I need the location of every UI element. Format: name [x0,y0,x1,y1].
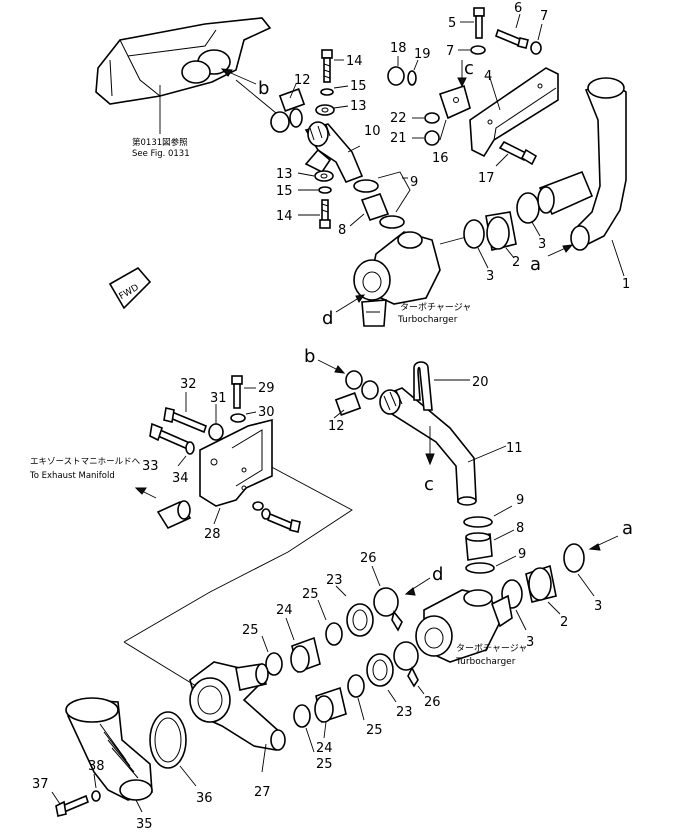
letter-d-bottom: d [432,564,443,585]
turbocharger-bottom [415,589,513,663]
callout-12: 12 [294,73,311,88]
see-fig-en: See Fig. 0131 [132,149,190,159]
letter-c-top: c [464,58,474,79]
callout-9-bottom: 9 [516,493,524,508]
callout-3-bottom-b: 3 [526,635,534,650]
callout-14-lower: 14 [276,209,293,224]
turbo-en-bottom: Turbocharger [455,657,516,667]
callout-23-b: 23 [396,705,413,720]
callout-25: 25 [302,587,319,602]
callout-12-bottom: 12 [328,419,345,434]
gasket-12-top [270,88,306,133]
callout-19: 19 [414,47,431,62]
callout-24: 24 [276,603,293,618]
callout-18: 18 [390,41,407,56]
callout-13: 13 [350,99,367,114]
callout-9-bottom-b: 9 [518,547,526,562]
callout-15-lower: 15 [276,184,293,199]
callout-28: 28 [204,527,221,542]
callout-25-b: 25 [242,623,259,638]
callout-7: 7 [446,44,454,59]
callout-26-b: 26 [424,695,441,710]
callout-24-b: 24 [316,741,333,756]
letter-a-bottom: a [622,518,633,539]
callout-35: 35 [136,817,153,832]
exhaust-jp: エキゾーストマニホールドへ [30,457,141,467]
bracket-4 [469,67,559,158]
callout-7b: 7 [540,9,548,24]
callout-4: 4 [484,69,492,84]
callout-38: 38 [88,759,105,774]
callout-31: 31 [210,391,227,406]
callout-8-bottom: 8 [516,521,524,536]
pipe-1 [537,77,627,251]
fwd-indicator: FWD [108,266,152,310]
bracket-28 [199,418,273,507]
exhaust-spacer [156,500,192,530]
air-cleaner-body [95,17,272,105]
callout-11: 11 [506,441,523,456]
callout-20: 20 [472,375,489,390]
bracket-16 [438,84,471,120]
callout-34: 34 [172,471,189,486]
pipe-11 [379,387,477,506]
callout-23: 23 [326,573,343,588]
callout-14: 14 [346,54,363,69]
callout-16: 16 [432,151,449,166]
turbo-en-top: Turbocharger [397,315,458,325]
turbo-jp-top: ターボチャージャ [400,302,471,313]
callout-13-lower: 13 [276,167,293,182]
bolt-17 [498,140,538,166]
turbo-jp-bottom: ターボチャージャ [456,643,527,654]
callout-26: 26 [360,551,377,566]
callout-30: 30 [258,405,275,420]
callout-36: 36 [196,791,213,806]
callout-32: 32 [180,377,197,392]
callout-17: 17 [478,171,495,186]
callout-15: 15 [350,79,367,94]
callout-3b: 3 [538,237,546,252]
callout-21: 21 [390,131,407,146]
callout-6: 6 [514,1,522,16]
hook-20 [413,361,433,411]
letter-b-top: b [258,78,269,99]
callout-27: 27 [254,785,271,800]
callout-22: 22 [390,111,407,126]
callout-2: 2 [512,255,520,270]
bolt-5 [473,7,485,39]
callout-29: 29 [258,381,275,396]
callout-37: 37 [32,777,49,792]
callout-8: 8 [338,223,346,238]
callout-3: 3 [486,269,494,284]
letter-a-top: a [530,254,541,275]
letter-b-bottom: b [304,346,315,367]
see-fig-jp: 第0131図参照 [132,137,188,148]
callout-25-d: 25 [316,757,333,772]
bolt-29 [231,375,243,409]
connector-27 [189,661,286,751]
bolt-14-top [321,49,333,83]
bolt-37 [55,794,89,817]
callout-5: 5 [448,16,456,31]
bolt-32 [163,407,207,434]
elbow-35 [65,697,153,801]
bolt-6 [495,28,529,49]
callout-1: 1 [622,277,630,292]
callout-25-c: 25 [366,723,383,738]
letter-d-top: d [322,308,333,329]
callout-10: 10 [364,124,381,139]
callout-9: 9 [410,175,418,190]
exhaust-en: To Exhaust Manifold [29,471,115,481]
bolt-14-lower [319,199,331,229]
letter-c-bottom: c [424,474,434,495]
callout-33: 33 [142,459,159,474]
elbow-10 [304,121,364,184]
callout-2-bottom: 2 [560,615,568,630]
callout-3-bottom: 3 [594,599,602,614]
bolt-exhaust-lower [267,512,301,533]
turbocharger-top [353,231,441,327]
